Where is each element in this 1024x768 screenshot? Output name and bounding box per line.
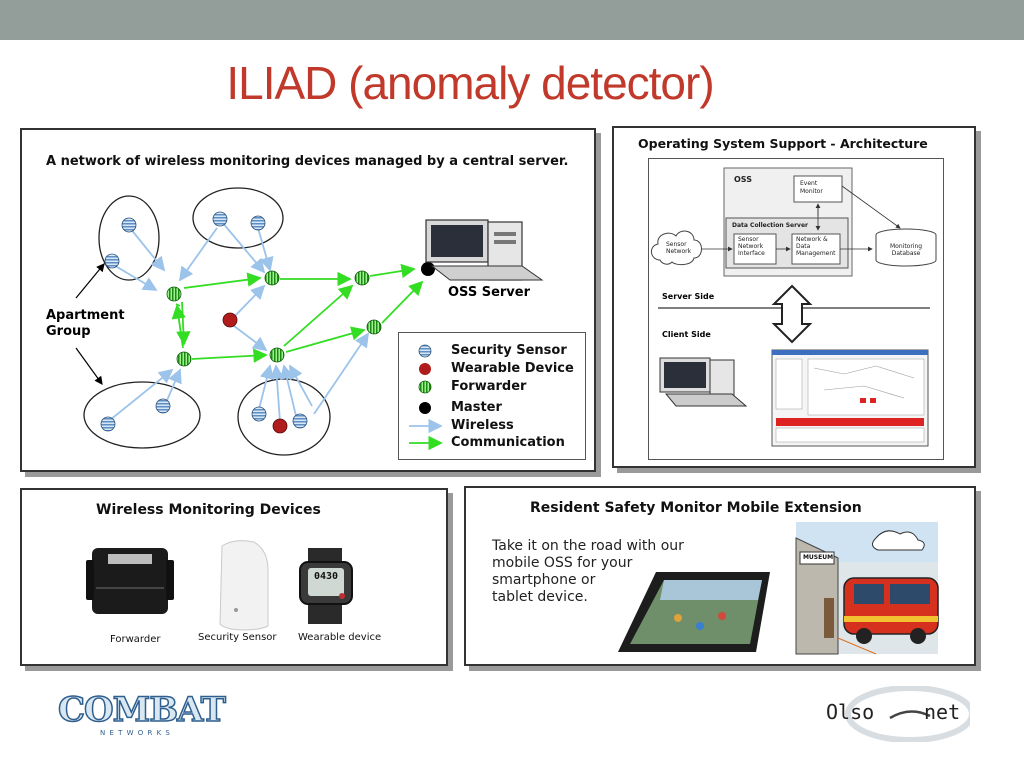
client-app-screenshot <box>771 349 929 447</box>
mobile-heading: Resident Safety Monitor Mobile Extension <box>530 500 862 516</box>
net-text: net <box>924 700 961 724</box>
legend-sensor-icon <box>418 344 432 358</box>
network-data-mgmt-label: Network & Data Management <box>796 236 836 257</box>
security-sensor-nodes <box>100 211 308 432</box>
devices-heading: Wireless Monitoring Devices <box>96 502 321 518</box>
client-computer-icon <box>659 357 748 407</box>
security-sensor-device-image <box>219 540 269 631</box>
legend-master-icon <box>419 402 431 414</box>
network-panel: A network of wireless monitoring devices… <box>20 128 596 472</box>
architecture-heading: Operating System Support - Architecture <box>638 136 928 151</box>
legend-master: Master <box>451 400 502 415</box>
legend-wireless: Wireless <box>451 418 514 433</box>
server-side-label: Server Side <box>662 292 715 301</box>
forwarder-nodes <box>166 270 382 367</box>
oss-server-icon <box>425 219 544 281</box>
ndm-line1: Network & <box>796 236 828 243</box>
slide-title: ILIAD (anomaly detector) <box>226 57 714 109</box>
combat-logo-sub: N E T W O R K S <box>100 729 171 737</box>
mobile-text-line1: Take it on the road with our <box>492 538 684 554</box>
apartment-group-label: Apartment Group <box>46 308 125 340</box>
olso-text: Olso <box>826 700 875 724</box>
apartment-group-1 <box>98 195 160 281</box>
devices-label-wearable: Wearable device <box>298 632 382 643</box>
monitoring-db-label: Monitoring Database <box>890 243 922 257</box>
wearable-device-nodes <box>222 312 288 434</box>
mdb-line1: Monitoring <box>890 243 923 250</box>
architecture-frame <box>648 158 944 460</box>
event-monitor-label: Event Monitor <box>800 180 823 196</box>
devices-panel: Wireless Monitoring Devices 0430 Forward… <box>20 488 448 666</box>
event-monitor-line1: Event <box>800 180 818 187</box>
monitoring-database-icon <box>875 228 937 267</box>
wearable-device-image <box>299 548 353 624</box>
mobile-text-line4: tablet device. <box>492 589 588 605</box>
data-collection-label: Data Collection Server <box>732 222 808 229</box>
architecture-diagram <box>651 167 937 447</box>
combat-networks-logo: COMBAT N E T W O R K S <box>57 689 228 740</box>
master-node <box>421 262 435 276</box>
apartment-label-line2: Group <box>46 324 91 339</box>
apartment-label-line1: Apartment <box>46 308 125 323</box>
sni-line2: Network <box>738 243 764 250</box>
sni-line3: Interface <box>738 250 765 257</box>
tablet-image <box>618 572 770 652</box>
combat-logo-main: COMBAT <box>57 689 226 731</box>
event-monitor-box <box>793 175 843 203</box>
ndm-line3: Management <box>796 250 836 257</box>
olso-net-logo: Olso net <box>820 686 970 742</box>
mobile-panel: Resident Safety Monitor Mobile Extension… <box>464 486 976 666</box>
mdb-line2: Database <box>891 250 921 257</box>
museum-bus-scene <box>795 522 939 655</box>
mobile-illustrations <box>618 522 939 655</box>
legend-security-sensor: Security Sensor <box>451 343 567 358</box>
watch-time: 0430 <box>313 571 339 582</box>
network-diagram <box>75 187 544 456</box>
top-bar <box>0 0 1024 40</box>
museum-sign: MUSEUM <box>802 554 834 561</box>
architecture-panel: Operating System Support - Architecture <box>612 126 976 468</box>
legend-forwarder: Forwarder <box>451 379 527 394</box>
legend-forwarder-icon <box>418 380 432 394</box>
devices-label-forwarder: Forwarder <box>110 634 161 645</box>
sensor-network-label: Sensor Network <box>666 241 691 255</box>
mobile-description: Take it on the road with our mobile OSS … <box>492 538 684 606</box>
sn-line2: Network <box>666 248 692 255</box>
network-heading: A network of wireless monitoring devices… <box>46 154 569 169</box>
sensor-network-cloud <box>651 230 702 266</box>
forwarder-device-image <box>86 548 174 614</box>
ndm-line2: Data <box>796 243 811 250</box>
devices-label-security-sensor: Security Sensor <box>198 632 277 643</box>
legend-wearable-icon <box>419 363 431 375</box>
network-legend: Security Sensor Wearable Device Forwarde… <box>398 332 586 460</box>
mobile-text-line3: smartphone or <box>492 572 596 588</box>
event-monitor-line2: Monitor <box>800 188 823 195</box>
sn-line1: Sensor <box>666 241 687 248</box>
devices-illustration <box>86 540 353 631</box>
client-side-label: Client Side <box>662 330 711 339</box>
server-client-double-arrow <box>771 284 813 344</box>
apartment-group-4 <box>237 378 331 456</box>
apartment-group-3 <box>83 381 201 449</box>
olso-swirl-icon <box>845 686 970 742</box>
oss-label: OSS <box>734 175 752 184</box>
sni-line1: Sensor <box>738 236 759 243</box>
legend-communication: Communication <box>451 435 565 450</box>
mobile-text-line2: mobile OSS for your <box>492 555 633 571</box>
apartment-group-2 <box>192 187 284 249</box>
legend-wearable-device: Wearable Device <box>451 361 574 376</box>
oss-server-label: OSS Server <box>448 285 531 300</box>
sensor-network-interface-label: Sensor Network Interface <box>738 236 765 257</box>
